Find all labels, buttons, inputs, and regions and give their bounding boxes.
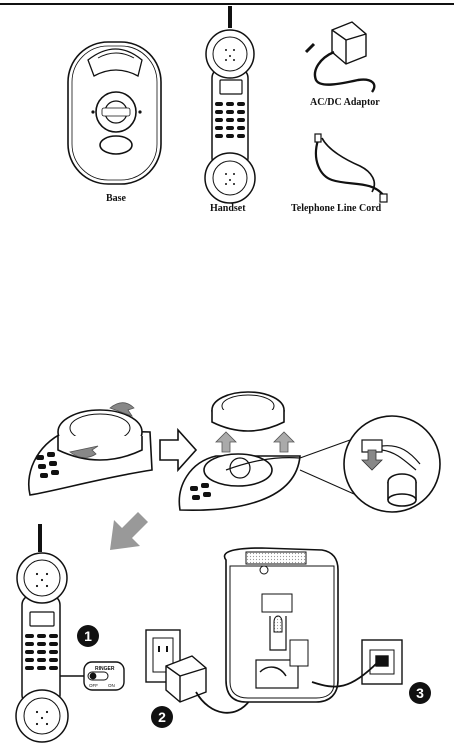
up-arrow-icon bbox=[216, 432, 294, 452]
ringer-title: RINGER bbox=[95, 666, 115, 672]
step-badge-2: 2 bbox=[151, 706, 173, 728]
base-underside bbox=[225, 548, 339, 702]
svg-text:1: 1 bbox=[84, 628, 92, 644]
svg-text:3: 3 bbox=[416, 685, 424, 701]
ringer-off: OFF bbox=[89, 683, 98, 688]
line-cord bbox=[315, 134, 387, 202]
down-left-arrow-icon bbox=[110, 512, 148, 550]
right-arrow-icon bbox=[160, 430, 196, 470]
handset-caption: Handset bbox=[210, 203, 246, 214]
svg-text:2: 2 bbox=[158, 709, 166, 725]
detail-circle bbox=[344, 416, 440, 512]
adaptor-caption: AC/DC Adaptor bbox=[310, 97, 380, 108]
ringer-on: ON bbox=[108, 683, 115, 688]
adaptor bbox=[306, 22, 374, 92]
cord-caption: Telephone Line Cord bbox=[291, 203, 382, 214]
step-badge-3: 3 bbox=[409, 682, 431, 704]
step-badge-1: 1 bbox=[77, 625, 99, 647]
base-caption: Base bbox=[106, 193, 127, 204]
handset-bottom bbox=[16, 524, 68, 742]
base-unit bbox=[68, 42, 161, 184]
